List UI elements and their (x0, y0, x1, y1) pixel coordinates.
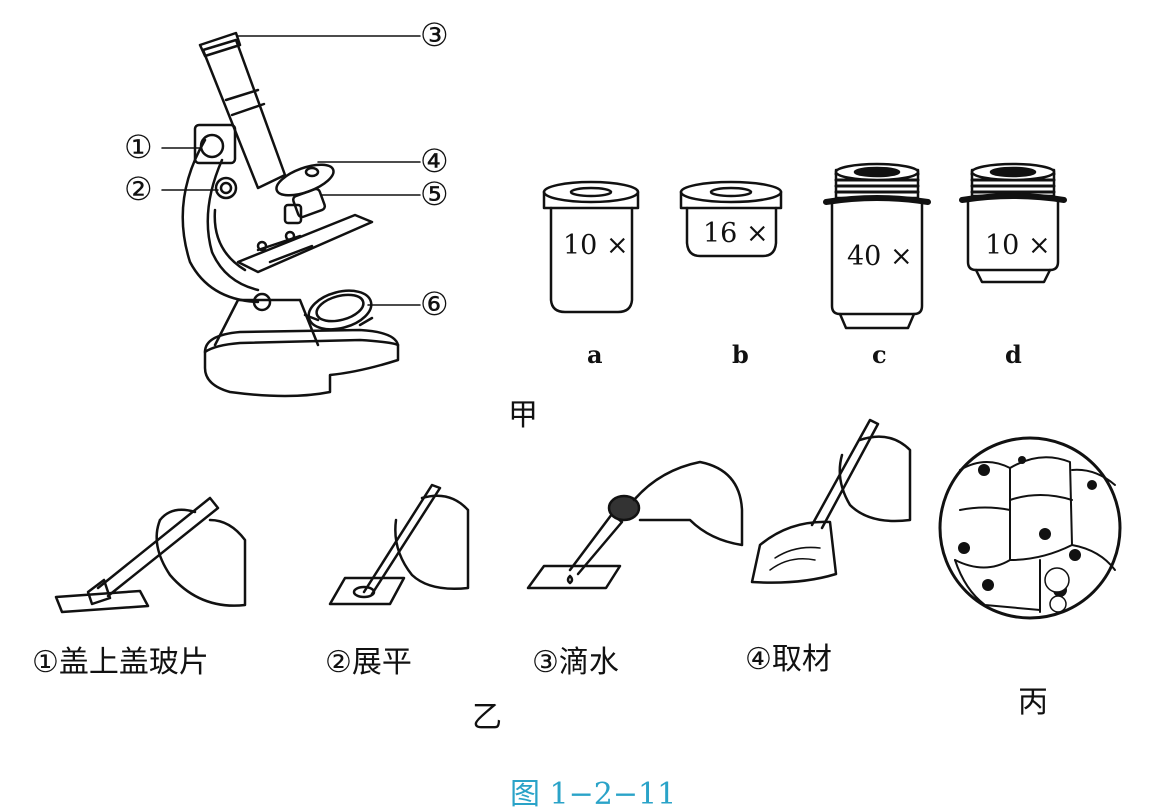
microscope-base (203, 328, 400, 398)
step-label-4: ④取材 (745, 642, 832, 677)
mirror-holder (303, 313, 374, 327)
microscope-drawing (181, 31, 400, 398)
part-label-yi: 乙 (472, 700, 502, 735)
coarse-adjuster (199, 133, 225, 159)
lens-c-drawing (823, 162, 931, 330)
microscope-label-3: ③ (420, 16, 449, 54)
microscope-tube (201, 38, 287, 190)
stage-clip-screw-2 (284, 230, 296, 242)
objective-lens-short (283, 203, 303, 225)
microscope-base-top (203, 338, 400, 354)
coarse-adjuster-housing (193, 123, 237, 165)
objective-lens (291, 187, 327, 219)
lens-a-magnification: 10 × (563, 230, 629, 261)
microscope-arm (181, 138, 260, 304)
fine-adjuster-inner (219, 181, 233, 195)
lens-d-magnification: 10 × (985, 230, 1051, 261)
microscope-label-2: ② (124, 170, 153, 208)
microscope-arm-inner (206, 158, 260, 292)
microscope-stage (236, 213, 374, 274)
lens-c-magnification: 40 × (847, 241, 913, 272)
microscope-label-4: ④ (420, 142, 449, 180)
figure-caption: 图 1−2−11 (510, 777, 677, 812)
lens-c-letter: c (872, 340, 887, 369)
lens-d-letter: d (1005, 340, 1022, 369)
part-label-bing: 丙 (1018, 685, 1048, 720)
stage-support (213, 208, 247, 272)
lens-b-drawing (679, 180, 783, 258)
part-label-jia: 甲 (508, 398, 538, 433)
fine-adjuster (214, 176, 238, 200)
step4-drawing (750, 418, 912, 584)
microscope-label-5: ⑤ (420, 175, 449, 213)
microscope-leader-lines (161, 35, 421, 306)
lens-d-drawing (959, 162, 1067, 284)
microscope-pillar (213, 298, 320, 347)
mirror (307, 289, 373, 331)
stage-clip-screw (256, 240, 268, 252)
nosepiece-hole (304, 166, 320, 178)
lens-a-drawing (542, 180, 640, 314)
microscope-label-1: ① (124, 128, 153, 166)
cell-view-drawing (938, 436, 1122, 620)
eyepiece-top (198, 31, 242, 58)
lens-a-letter: a (587, 340, 603, 369)
step-label-2: ②展平 (325, 645, 412, 680)
microscope-label-6: ⑥ (420, 285, 449, 323)
step2-drawing (328, 483, 470, 606)
tube-band (224, 88, 266, 117)
step-label-1: ①盖上盖玻片 (32, 645, 209, 680)
step3-drawing (526, 460, 744, 590)
lens-b-magnification: 16 × (703, 218, 769, 249)
step1-drawing (54, 496, 247, 614)
mirror-inner (315, 293, 365, 323)
lens-b-letter: b (732, 340, 749, 369)
step-label-3: ③滴水 (532, 645, 619, 680)
